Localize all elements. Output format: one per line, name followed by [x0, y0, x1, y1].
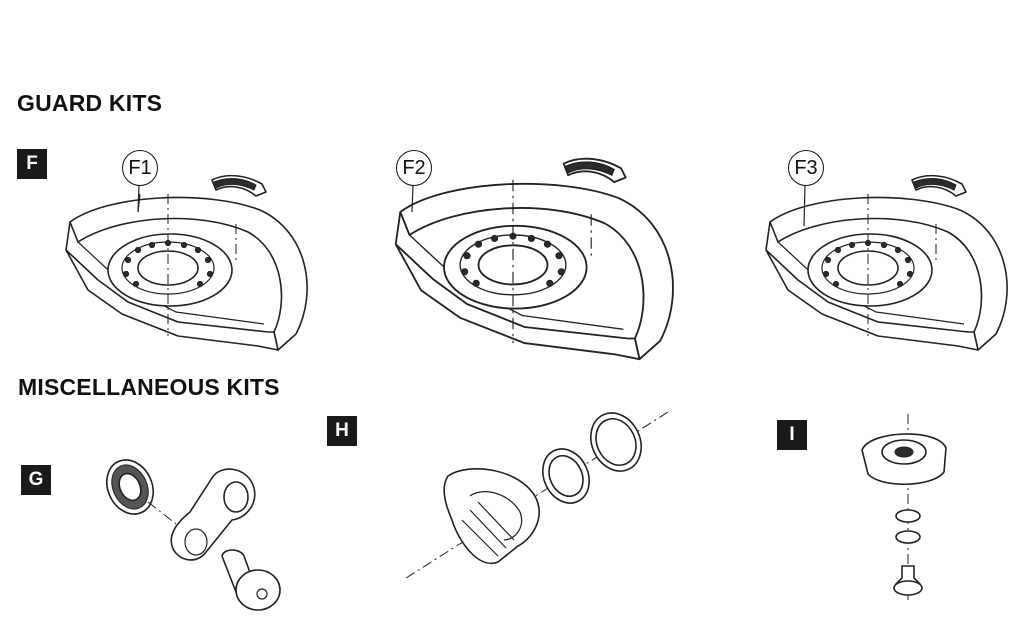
callout-f3: F3: [788, 150, 824, 186]
badge-h: H: [327, 416, 357, 446]
misc-kits-heading: MISCELLANEOUS KITS: [18, 374, 280, 400]
callout-f1: F1: [122, 150, 158, 186]
badge-i: I: [777, 420, 807, 450]
badge-f: F: [17, 149, 47, 179]
callout-f2: F2: [396, 150, 432, 186]
guard-kits-heading: GUARD KITS: [17, 90, 163, 116]
badge-g: G: [21, 465, 51, 495]
